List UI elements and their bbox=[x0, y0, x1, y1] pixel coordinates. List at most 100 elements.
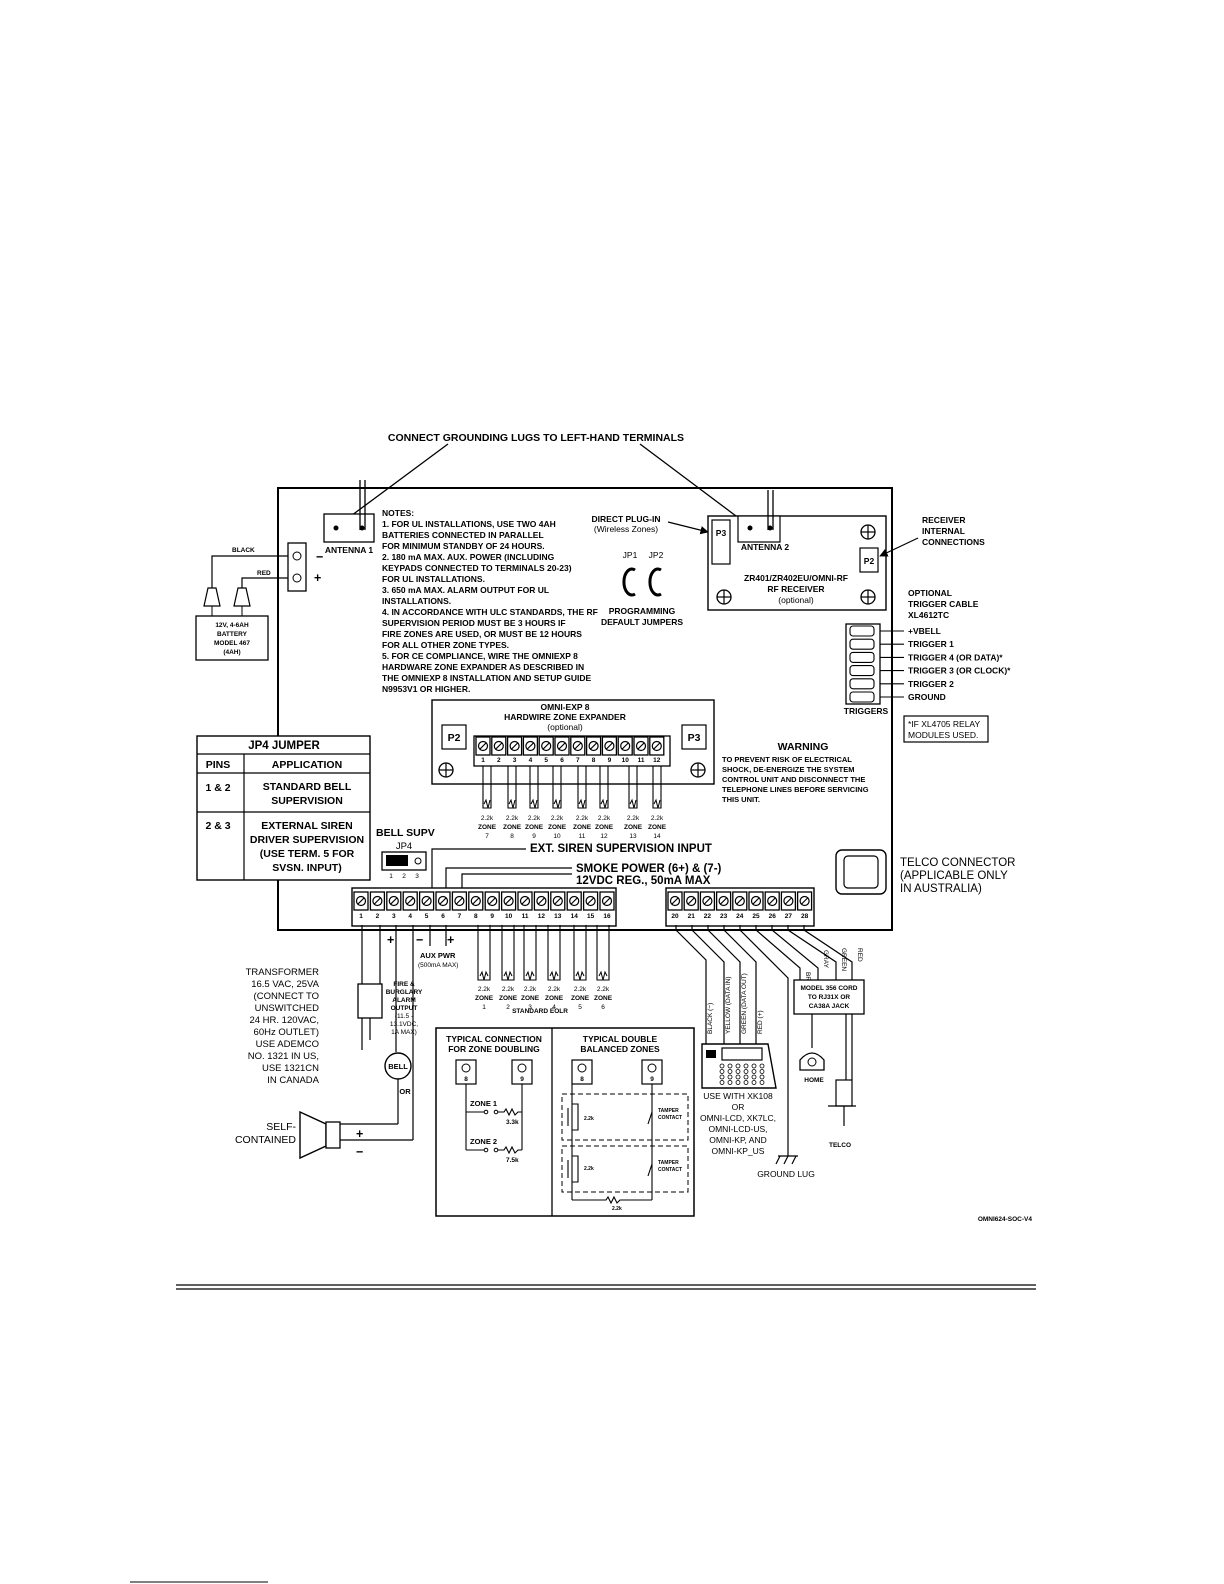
svg-text:DEFAULT JUMPERS: DEFAULT JUMPERS bbox=[601, 617, 683, 627]
svg-text:ZONE: ZONE bbox=[624, 824, 643, 831]
terminal-21 bbox=[683, 891, 699, 911]
svg-text:TRIGGER CABLE: TRIGGER CABLE bbox=[908, 599, 979, 609]
svg-text:ZONE: ZONE bbox=[595, 824, 614, 831]
svg-text:OPTIONAL: OPTIONAL bbox=[908, 588, 952, 598]
svg-text:1A MAX): 1A MAX) bbox=[391, 1029, 417, 1036]
trigger-wire: TRIGGER 2 bbox=[849, 678, 954, 690]
expander-terminal-12 bbox=[649, 736, 665, 756]
expander-terminal-number: 6 bbox=[560, 757, 564, 764]
svg-text:SUPERVISION: SUPERVISION bbox=[271, 795, 343, 807]
svg-text:(Wireless Zones): (Wireless Zones) bbox=[594, 524, 658, 534]
svg-text:INSTALLATIONS.: INSTALLATIONS. bbox=[382, 596, 451, 606]
svg-text:ZONE: ZONE bbox=[571, 995, 590, 1002]
expander-terminal-7 bbox=[570, 736, 586, 756]
trigger-label: GROUND bbox=[908, 692, 946, 702]
svg-text:(11.5 -: (11.5 - bbox=[395, 1013, 413, 1020]
transformer-wiring: TRANSFORMER 16.5 VAC, 25VA (CONNECT TO U… bbox=[246, 925, 383, 1086]
svg-text:RF RECEIVER: RF RECEIVER bbox=[767, 584, 824, 594]
svg-text:BELL SUPV: BELL SUPV bbox=[376, 827, 435, 839]
terminal-14 bbox=[566, 891, 582, 911]
svg-text:8: 8 bbox=[510, 833, 514, 840]
svg-text:5: 5 bbox=[578, 1004, 582, 1011]
terminal-number: 12 bbox=[538, 913, 546, 920]
svg-text:USE 1321CN: USE 1321CN bbox=[262, 1063, 319, 1074]
svg-text:ZONE: ZONE bbox=[594, 995, 613, 1002]
trigger-wire: TRIGGER 1 bbox=[849, 638, 954, 650]
telco-connector: TELCO CONNECTOR (APPLICABLE ONLY IN AUST… bbox=[835, 849, 1015, 895]
arrow-to-antenna1 bbox=[339, 443, 449, 525]
ext-siren-label: EXT. SIREN SUPERVISION INPUT bbox=[530, 843, 712, 855]
svg-text:JP4: JP4 bbox=[396, 841, 412, 852]
terminal-number: 9 bbox=[490, 913, 494, 920]
svg-text:(optional): (optional) bbox=[547, 722, 583, 732]
svg-text:TAMPER: TAMPER bbox=[658, 1108, 679, 1114]
terminal-11 bbox=[517, 891, 533, 911]
svg-text:2.2k: 2.2k bbox=[584, 1166, 594, 1172]
expander-terminal-9 bbox=[601, 736, 618, 756]
terminal-10 bbox=[500, 891, 517, 911]
svg-text:+: + bbox=[356, 1127, 363, 1141]
svg-text:FIRE ZONES ARE USED, OR MUST B: FIRE ZONES ARE USED, OR MUST BE 12 HOURS bbox=[382, 629, 582, 639]
terminal-23 bbox=[715, 891, 732, 911]
terminal-28 bbox=[796, 891, 813, 911]
svg-text:10: 10 bbox=[553, 833, 561, 840]
svg-text:TO PREVENT RISK OF ELECTRICAL: TO PREVENT RISK OF ELECTRICAL bbox=[722, 755, 852, 764]
warning-block: WARNING TO PREVENT RISK OF ELECTRICAL SH… bbox=[722, 741, 869, 804]
svg-text:ZONE 2: ZONE 2 bbox=[470, 1137, 497, 1146]
svg-text:ANTENNA 2: ANTENNA 2 bbox=[741, 542, 790, 552]
svg-text:ZONE: ZONE bbox=[545, 995, 564, 1002]
svg-text:BURGLARY: BURGLARY bbox=[386, 989, 423, 996]
svg-text:FOR UL INSTALLATIONS.: FOR UL INSTALLATIONS. bbox=[382, 574, 485, 584]
terminal-20 bbox=[667, 891, 683, 911]
terminal-8 bbox=[468, 891, 484, 911]
expander-terminal-number: 1 bbox=[481, 757, 485, 764]
svg-text:2.2k: 2.2k bbox=[502, 986, 515, 993]
battery-connection: − + BLACK RED 12V, 4-6AH BATTERY MODEL 4… bbox=[195, 542, 323, 661]
terminal-1 bbox=[353, 891, 369, 911]
svg-text:TELEPHONE LINES BEFORE SERVICI: TELEPHONE LINES BEFORE SERVICING bbox=[722, 785, 869, 794]
aux-pwr-label: AUX PWR bbox=[420, 951, 456, 960]
svg-text:4. IN ACCORDANCE WITH ULC STAN: 4. IN ACCORDANCE WITH ULC STANDARDS, THE… bbox=[382, 607, 598, 617]
svg-text:MODEL 356 CORD: MODEL 356 CORD bbox=[801, 985, 858, 992]
svg-text:2.2k: 2.2k bbox=[627, 815, 640, 822]
svg-text:(optional): (optional) bbox=[778, 595, 814, 605]
svg-text:2.2k: 2.2k bbox=[506, 815, 519, 822]
alarm-output-wiring: FIRE & BURGLARY ALARM OUTPUT (11.5 - 13.… bbox=[235, 925, 423, 1160]
svg-text:2.2k: 2.2k bbox=[651, 815, 664, 822]
svg-text:13: 13 bbox=[629, 833, 637, 840]
svg-text:XL4612TC: XL4612TC bbox=[908, 610, 949, 620]
terminal-5 bbox=[418, 891, 435, 911]
terminal-number: 10 bbox=[505, 913, 513, 920]
trigger-wire: +VBELL bbox=[849, 625, 941, 637]
svg-text:TYPICAL DOUBLE: TYPICAL DOUBLE bbox=[583, 1034, 658, 1044]
terminal-number: 13 bbox=[554, 913, 562, 920]
expander-terminal-number: 12 bbox=[653, 757, 661, 764]
svg-text:ZONE: ZONE bbox=[525, 824, 544, 831]
svg-text:SHOCK, DE-ENERGIZE THE SYSTEM: SHOCK, DE-ENERGIZE THE SYSTEM bbox=[722, 765, 855, 774]
expander-terminal-1 bbox=[475, 736, 491, 756]
svg-text:P2: P2 bbox=[864, 556, 875, 566]
svg-text:ZONE 1: ZONE 1 bbox=[470, 1099, 497, 1108]
svg-text:2.2k: 2.2k bbox=[597, 986, 610, 993]
expander-terminal-number: 8 bbox=[592, 757, 596, 764]
figure-code: OMNI624-SOC-V4 bbox=[978, 1216, 1033, 1223]
plus-mark-2: + bbox=[447, 933, 454, 947]
terminal-13 bbox=[550, 891, 566, 911]
svg-text:DRIVER SUPERVISION: DRIVER SUPERVISION bbox=[250, 834, 364, 846]
terminal-9 bbox=[484, 891, 500, 911]
svg-text:ALARM: ALARM bbox=[392, 997, 415, 1004]
top-label: CONNECT GROUNDING LUGS TO LEFT-HAND TERM… bbox=[388, 432, 684, 444]
terminal-25 bbox=[748, 891, 764, 911]
svg-text:OMNI-LCD-US,: OMNI-LCD-US, bbox=[708, 1124, 767, 1134]
expander-terminal-number: 5 bbox=[544, 757, 548, 764]
ground-lug: GROUND LUG bbox=[739, 925, 815, 1179]
terminal-number: 25 bbox=[752, 913, 760, 920]
expander-terminal-5 bbox=[538, 736, 554, 756]
svg-text:FOR ALL OTHER ZONE TYPES.: FOR ALL OTHER ZONE TYPES. bbox=[382, 640, 509, 650]
notes-title: NOTES: bbox=[382, 508, 414, 518]
